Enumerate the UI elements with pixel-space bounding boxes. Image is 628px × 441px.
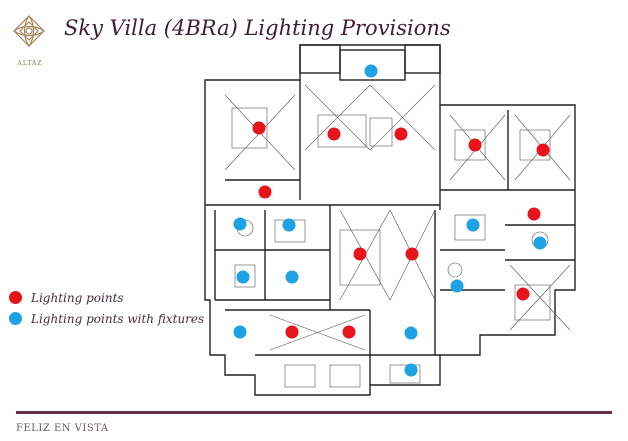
- lighting-point: [342, 325, 356, 339]
- page-title: Sky Villa (4BRa) Lighting Provisions: [64, 16, 451, 40]
- footer-divider: [16, 411, 612, 414]
- lighting-point: [468, 138, 482, 152]
- fixture-point: [285, 270, 299, 284]
- fixture-points-group: [233, 64, 547, 377]
- legend: Lighting points Lighting points with fix…: [9, 287, 204, 329]
- altaz-logo-icon: [10, 14, 48, 70]
- blue-dot-icon: [9, 312, 22, 325]
- fixture-point: [236, 270, 250, 284]
- lighting-point: [536, 143, 550, 157]
- legend-label: Lighting points: [31, 290, 124, 305]
- fixture-point: [404, 326, 418, 340]
- lighting-point: [527, 207, 541, 221]
- fixture-point: [364, 64, 378, 78]
- lighting-point: [353, 247, 367, 261]
- footer-brand: FELIZ EN VISTA: [16, 423, 109, 434]
- fixture-point: [404, 363, 418, 377]
- legend-item-lighting-points: Lighting points: [9, 287, 204, 308]
- legend-item-fixtures: Lighting points with fixtures: [9, 308, 204, 329]
- fixture-point: [466, 218, 480, 232]
- lighting-point: [405, 247, 419, 261]
- red-dot-icon: [9, 291, 22, 304]
- lighting-points-group: [252, 121, 550, 339]
- lighting-point: [394, 127, 408, 141]
- fixture-point: [450, 279, 464, 293]
- fixture-point: [533, 236, 547, 250]
- lighting-point: [252, 121, 266, 135]
- lighting-point: [516, 287, 530, 301]
- legend-label: Lighting points with fixtures: [31, 311, 205, 326]
- lighting-point: [258, 185, 272, 199]
- fixture-point: [233, 325, 247, 339]
- lighting-point: [327, 127, 341, 141]
- fixture-point: [282, 218, 296, 232]
- lighting-point: [285, 325, 299, 339]
- fixture-point: [233, 217, 247, 231]
- logo-wordmark: ALTAZ: [17, 60, 43, 67]
